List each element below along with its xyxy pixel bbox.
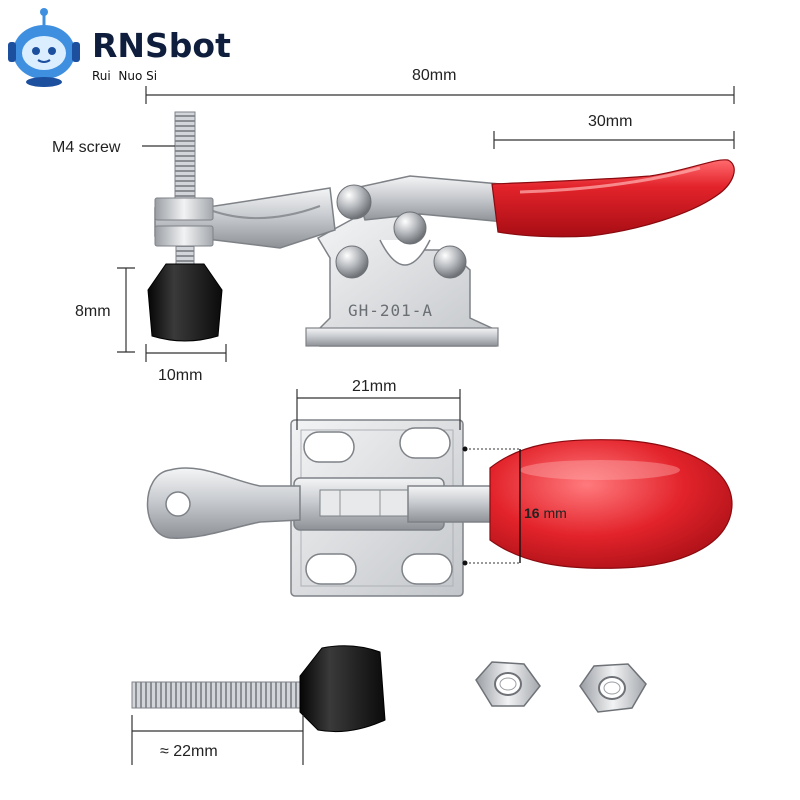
rivet (335, 245, 369, 279)
hex-nut (475, 661, 541, 707)
dimension-tip-width: 10mm (145, 344, 227, 384)
dimension-handle: 30mm (493, 113, 735, 149)
top-arm (146, 467, 301, 539)
hex-nut (579, 663, 647, 713)
rivet (433, 245, 467, 279)
svg-text:16 mm: 16 mm (524, 505, 567, 521)
rivet (393, 211, 427, 245)
spindle-thread (131, 681, 313, 709)
mounting-slot (305, 553, 357, 585)
handle-length-label: 30mm (588, 113, 632, 130)
top-red-handle (489, 439, 733, 569)
mounting-slot (401, 553, 453, 585)
side-screw-thread (174, 111, 196, 203)
brand-name: RNSbot (92, 26, 231, 65)
model-stamp: GH-201-A (348, 301, 433, 320)
rivet (336, 184, 372, 220)
side-base-plate (305, 327, 499, 347)
screw-label: M4 screw (52, 139, 121, 156)
dimension-handle-width: 16 mm (462, 446, 567, 566)
dimension-tip-height: 8mm (75, 267, 135, 353)
overall-length-label: 80mm (412, 67, 456, 84)
tip-height-label: 8mm (75, 303, 111, 320)
brand-tagline: Rui Nuo Si (92, 69, 157, 83)
side-view: GH-201-A (147, 111, 735, 347)
side-red-handle (491, 159, 735, 238)
top-view (146, 419, 733, 597)
dimension-overall: 80mm (145, 67, 735, 104)
side-rubber-tip (147, 263, 223, 342)
handle-width-number: 16 (524, 505, 540, 521)
robot-mascot-icon (8, 8, 80, 87)
side-nut (154, 197, 214, 221)
top-lever-shaft (407, 485, 499, 523)
spindle-rubber-tip (299, 645, 386, 733)
spindle-length-label: ≈ 22mm (160, 743, 218, 760)
mounting-slot (303, 431, 355, 463)
dimension-base-width: 21mm (296, 378, 461, 430)
brand-logo: RNSbot Rui Nuo Si (8, 8, 231, 87)
spindle-part (131, 645, 386, 733)
dimension-spindle: ≈ 22mm (131, 715, 304, 765)
side-lever (354, 175, 506, 223)
base-width-label: 21mm (352, 378, 396, 395)
dimension-screw: M4 screw (52, 139, 175, 156)
side-nut (154, 225, 214, 247)
mounting-slot (399, 427, 451, 459)
tip-width-label: 10mm (158, 367, 202, 384)
arm-eye-hole (165, 491, 191, 517)
handle-width-unit: mm (540, 505, 567, 521)
